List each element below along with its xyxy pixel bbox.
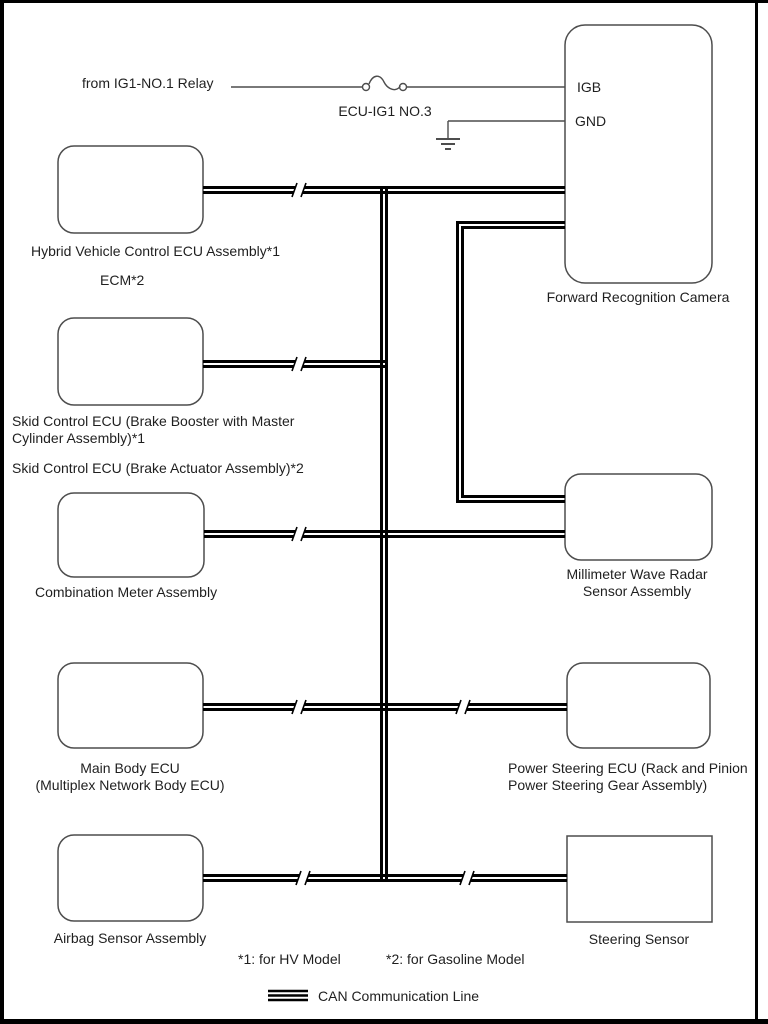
can-line-legend-icon: [268, 989, 308, 1002]
forward-camera-box: [564, 24, 713, 284]
power-steering-label-line2: Power Steering Gear Assembly): [508, 776, 708, 793]
main-body-label-line2: (Multiplex Network Body ECU): [35, 776, 225, 793]
skid-booster-label-line2: Cylinder Assembly)*1: [12, 429, 146, 446]
fuse-label: ECU-IG1 NO.3: [338, 103, 432, 119]
can-branch-airbag-sensor: [203, 874, 567, 882]
can-line-breaks: [291, 182, 475, 886]
break-icon: [459, 870, 475, 886]
break-icon: [295, 870, 311, 886]
can-branch-hybrid: [203, 186, 565, 194]
break-icon: [291, 356, 307, 372]
radar-label-line1: Millimeter Wave Radar: [566, 566, 708, 582]
pin-igb-label: IGB: [577, 79, 602, 95]
fuse-icon: [361, 75, 408, 92]
power-steering-ecu-box: [566, 662, 711, 749]
note-gasoline-model: *2: for Gasoline Model: [386, 951, 525, 967]
can-main-bus: [380, 186, 388, 882]
combination-meter-box: [57, 492, 205, 578]
break-icon: [291, 526, 307, 542]
power-steering-label-line1: Power Steering ECU (Rack and Pinion: [508, 760, 748, 776]
main-body-label-line1: Main Body ECU: [80, 760, 180, 776]
main-body-ecu-box: [57, 662, 204, 749]
skid-control-ecu-box: [57, 317, 204, 406]
can-legend-label: CAN Communication Line: [318, 988, 480, 1004]
radar-sensor-box: [564, 473, 713, 561]
skid-booster-label-line1: Skid Control ECU (Brake Booster with Mas…: [12, 413, 295, 429]
can-branch-meter-radar: [204, 530, 565, 538]
relay-source-label: from IG1-NO.1 Relay: [82, 75, 214, 91]
steering-sensor-box: [566, 835, 713, 923]
break-icon: [291, 182, 307, 198]
airbag-label: Airbag Sensor Assembly: [53, 930, 207, 946]
airbag-sensor-box: [57, 834, 204, 922]
can-branch-mainbody-steering: [203, 703, 567, 711]
hybrid-ecu-box: [57, 145, 204, 234]
ecm-label: ECM*2: [100, 272, 145, 288]
steering-sensor-label: Steering Sensor: [588, 931, 690, 947]
radar-label-line2: Sensor Assembly: [582, 582, 692, 599]
hybrid-ecu-label: Hybrid Vehicle Control ECU Assembly*1: [31, 243, 280, 259]
combination-meter-label: Combination Meter Assembly: [35, 584, 218, 600]
break-icon: [455, 699, 471, 715]
power-wiring: [231, 86, 565, 138]
forward-camera-label: Forward Recognition Camera: [546, 289, 730, 305]
note-hv-model: *1: for HV Model: [238, 951, 341, 967]
pin-gnd-label: GND: [575, 113, 607, 129]
break-icon: [291, 699, 307, 715]
can-camera-radar-loop: [456, 221, 565, 503]
ground-icon: [436, 138, 460, 150]
skid-actuator-label: Skid Control ECU (Brake Actuator Assembl…: [12, 460, 304, 476]
